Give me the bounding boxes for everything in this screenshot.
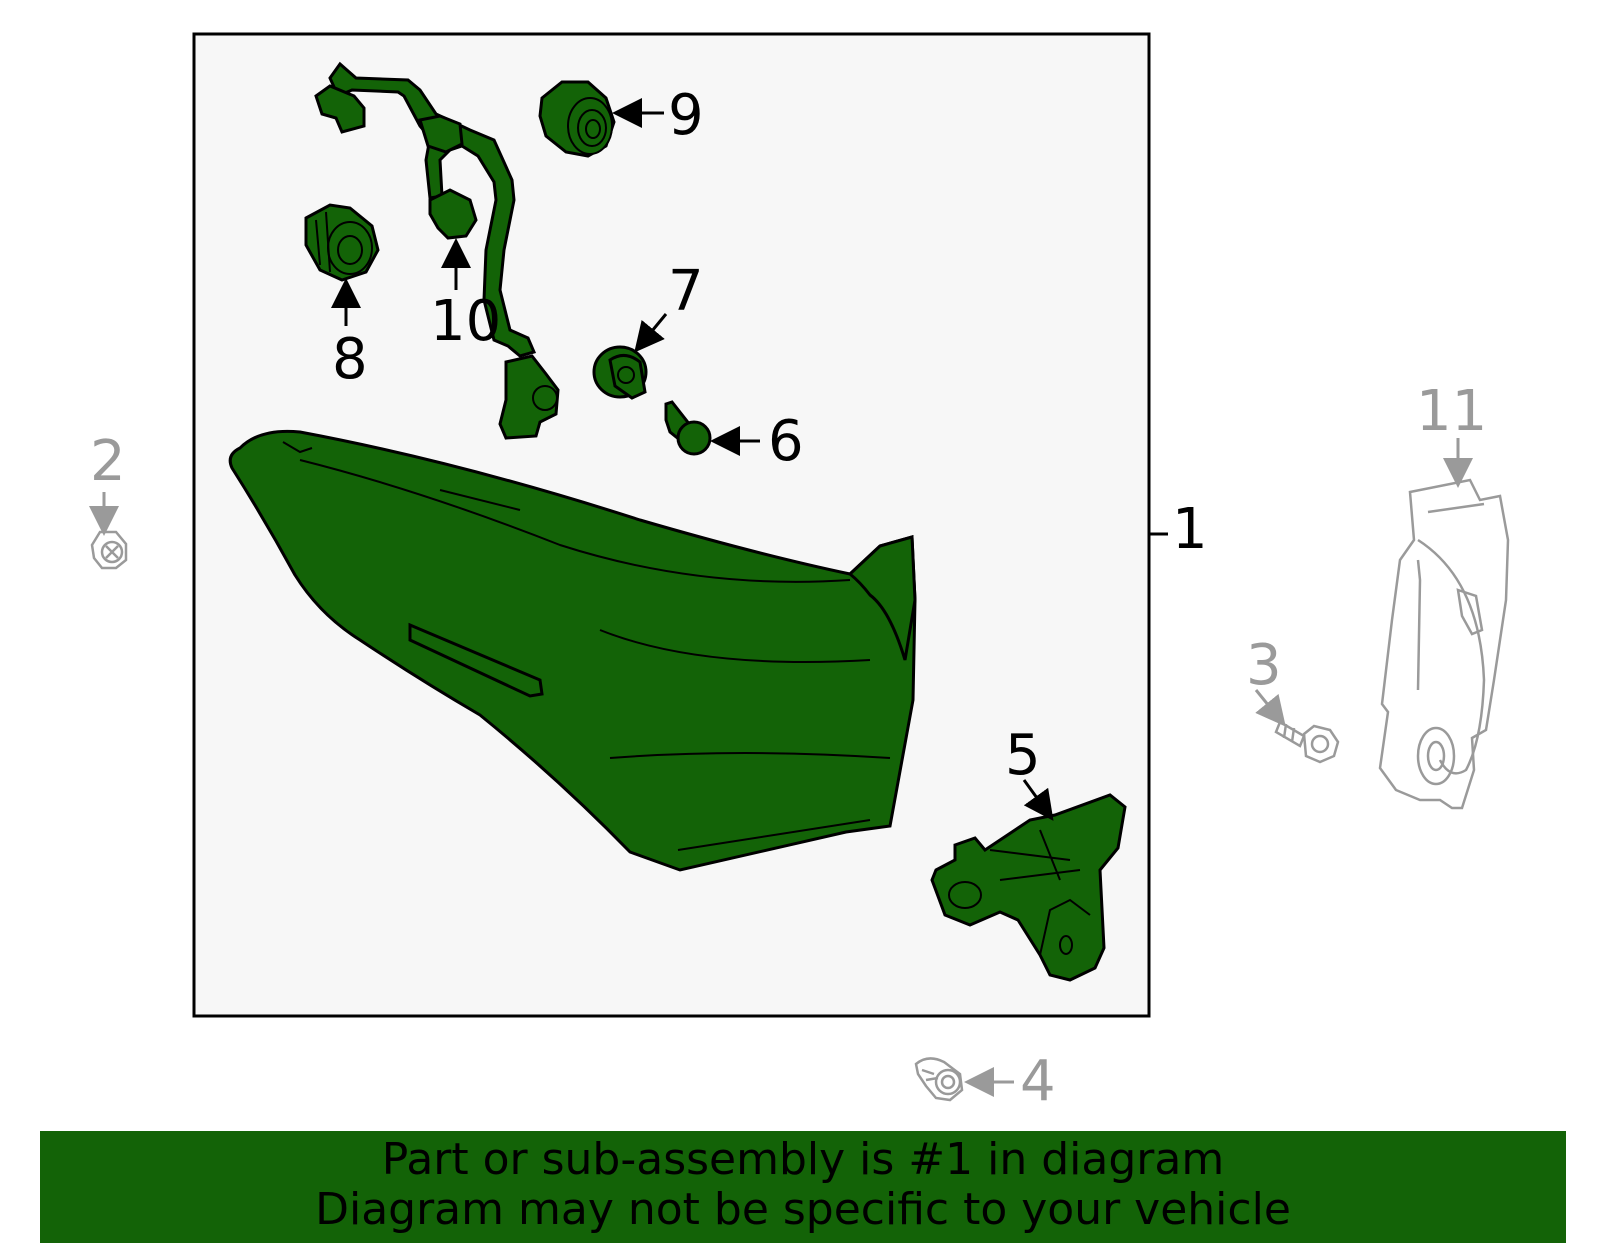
socket-7[interactable] xyxy=(592,345,648,400)
callout-1: 1 xyxy=(1172,497,1208,562)
callout-7: 7 xyxy=(668,259,704,324)
callout-2: 2 xyxy=(90,429,126,494)
banner-line-1: Part or sub-assembly is #1 in diagram xyxy=(381,1134,1225,1185)
callout-6: 6 xyxy=(768,409,804,474)
grommet[interactable] xyxy=(538,80,616,158)
bulb[interactable] xyxy=(664,400,712,456)
bolt-3[interactable] xyxy=(1274,720,1340,764)
callout-8: 8 xyxy=(332,327,368,392)
callout-11: 11 xyxy=(1416,379,1487,444)
callout-10: 10 xyxy=(430,289,501,354)
callout-9: 9 xyxy=(668,83,704,148)
bracket[interactable] xyxy=(930,793,1127,982)
nut-2[interactable] xyxy=(90,530,128,570)
banner-line-2: Diagram may not be specific to your vehi… xyxy=(315,1184,1291,1235)
info-banner: Part or sub-assembly is #1 in diagram Di… xyxy=(40,1131,1566,1243)
callout-5: 5 xyxy=(1005,723,1041,788)
tail-lamp-housing[interactable] xyxy=(228,429,917,872)
wire-harness[interactable] xyxy=(314,61,560,440)
callout-3: 3 xyxy=(1246,633,1282,698)
callout-4: 4 xyxy=(1020,1049,1056,1114)
clip-4[interactable] xyxy=(914,1057,964,1102)
socket-8[interactable] xyxy=(304,203,380,282)
shield-11[interactable] xyxy=(1378,478,1510,810)
leader-lines xyxy=(89,98,1473,1097)
